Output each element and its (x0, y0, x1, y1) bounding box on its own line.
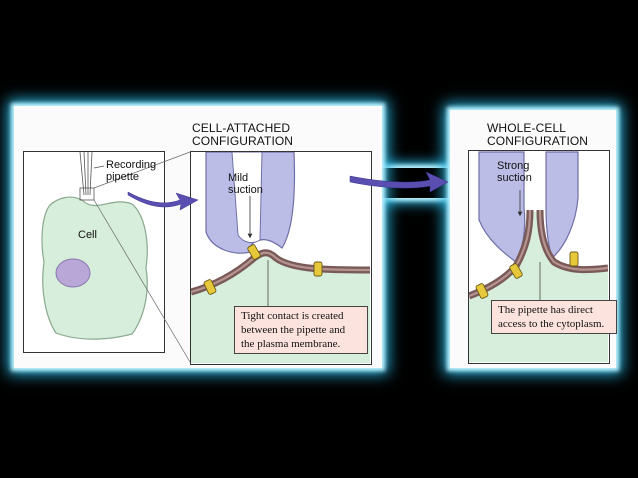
cell-label: Cell (78, 229, 97, 241)
arrow-to-cell-attached (127, 191, 199, 211)
zoom-line-bottom (93, 199, 191, 363)
strong-suction-label: Strong suction (497, 160, 532, 184)
whole-cell-callout: The pipette has direct access to the cyt… (491, 300, 617, 334)
wc-callout-line1: The pipette has direct (498, 304, 593, 316)
cell-body (41, 196, 148, 340)
ca-channels (203, 244, 323, 295)
pipette-label-line2: pipette (106, 171, 140, 183)
strong-suction-line2: suction (497, 172, 532, 184)
cell-attached-title-line2: CONFIGURATION (192, 134, 294, 148)
cell-attached-callout: Tight contact is created between the pip… (234, 306, 368, 354)
ca-callout-line3: the plasma membrane. (241, 338, 341, 350)
pipette-label-line1: Recording (106, 159, 157, 171)
strong-suction-line1: Strong (497, 160, 530, 172)
whole-cell-title-line2: CONFIGURATION (487, 134, 589, 148)
zoom-line-top (93, 151, 191, 189)
pipette-leader (93, 165, 105, 169)
pipette-label: Recording pipette (106, 159, 156, 183)
whole-cell-title-line1: WHOLE-CELL (487, 121, 567, 135)
wc-channels (475, 251, 579, 299)
pipette-lines (79, 151, 93, 196)
ca-callout-line1: Tight contact is created (241, 310, 344, 322)
whole-cell-title: WHOLE-CELL CONFIGURATION (487, 122, 588, 148)
mild-suction-label: Mild suction (228, 172, 263, 196)
cell-attached-title: CELL-ATTACHED CONFIGURATION (192, 122, 293, 148)
cell-nucleus (55, 258, 91, 288)
cell-attached-title-line1: CELL-ATTACHED (192, 121, 291, 135)
mild-suction-line2: suction (228, 184, 263, 196)
pipette-tip-box (79, 187, 95, 201)
ca-callout-line2: between the pipette and (241, 324, 346, 336)
wc-callout-line2: access to the cytoplasm. (498, 318, 605, 330)
arrow-to-whole-cell (349, 171, 449, 193)
mild-suction-line1: Mild (228, 172, 249, 184)
